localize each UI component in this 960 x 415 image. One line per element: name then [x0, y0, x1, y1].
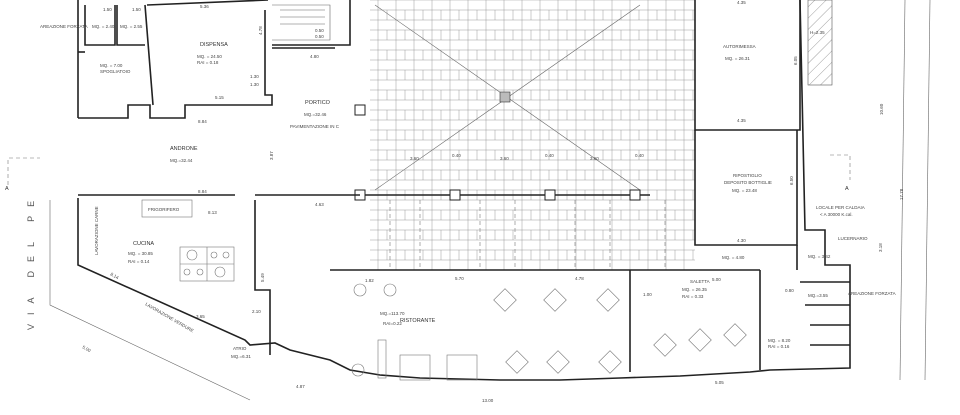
- wc1-area: MQ. = 2.40: [92, 24, 115, 29]
- corridor-area: MQ. = 4.80: [722, 255, 745, 260]
- wc-right-area: MQ.=3.55: [808, 293, 828, 298]
- ristorante-area: MQ.=113.70: [380, 311, 405, 316]
- wc2-area: MQ. = 2.55: [120, 24, 143, 29]
- ristorante-rai: RAI=0.22: [383, 321, 402, 326]
- dim-650: 6.50: [789, 176, 794, 185]
- ripostiglio-name: RIPOSTIGLIO: [733, 173, 762, 178]
- dim-040-a: 0.40: [452, 153, 461, 158]
- saletta-name: SALETTA: [690, 279, 710, 284]
- dim-435-b: 4.35: [737, 118, 746, 123]
- areazione-right: AREAZIONE FORZATA: [848, 291, 896, 296]
- dim-1300: 13.00: [482, 398, 494, 403]
- caldaia-note: < A 30000 K.cal.: [820, 212, 853, 217]
- dispensa-area: MQ. = 24.50: [197, 54, 222, 59]
- frigorifero-label: FRIGORIFERO: [148, 207, 180, 212]
- dim-549: 5.49: [260, 273, 265, 282]
- atrio-area: MQ.=6.31: [231, 354, 251, 359]
- wc2-dim: 1.50: [132, 7, 141, 12]
- dim-478b: 4.78: [575, 276, 584, 281]
- dim-500: 5.00: [82, 345, 93, 354]
- dim-884-a: 8.84: [198, 119, 207, 124]
- dim-813: 8.13: [208, 210, 217, 215]
- antibagno-rai: RAI = 0.16: [768, 344, 790, 349]
- ripostiglio-area: MQ. = 23.48: [732, 188, 757, 193]
- dim-360-b: 3.60: [500, 156, 509, 161]
- courtyard-paving: [370, 0, 695, 270]
- dim-1060: 10.60: [879, 103, 884, 115]
- dispensa-rai: RAI = 0.18: [197, 60, 219, 65]
- hatched-wall: [807, 0, 833, 86]
- ripostiglio-sub: DEPOSITO BOTTIGLIE: [724, 180, 772, 185]
- dim-040-b: 0.40: [545, 153, 554, 158]
- androne-area: MQ.=32.44: [170, 158, 193, 163]
- dim-130: 1.30: [250, 74, 259, 79]
- dim-814: 8.14: [110, 272, 121, 281]
- dim-570: 5.70: [455, 276, 464, 281]
- fridge: [141, 199, 193, 218]
- dim-480: 4.80: [310, 54, 319, 59]
- dispensa-name: DISPENSA: [200, 42, 228, 48]
- dim-430: 4.30: [737, 238, 746, 243]
- cucina-rai: RAI = 0.14: [128, 259, 150, 264]
- dim-515: 5.15: [215, 95, 224, 100]
- dim-210: 2.10: [252, 309, 261, 314]
- areazione-left: AREAZIONE FORZATA: [40, 24, 88, 29]
- ristorante-name: RISTORANTE: [400, 318, 436, 324]
- section-marker-left: A: [5, 186, 9, 192]
- atrio-name: ATRIO: [233, 346, 247, 351]
- cucina-area: MQ. = 30.85: [128, 251, 153, 256]
- dim-387: 3.87: [269, 151, 274, 160]
- dim-884-b: 8.84: [198, 189, 207, 194]
- caldaia-area: MQ. = 3.42: [808, 254, 831, 259]
- walls: [77, 0, 851, 381]
- dim-100: 1.00: [643, 292, 652, 297]
- property-lines: [49, 0, 931, 401]
- dim-463: 4.63: [315, 202, 324, 207]
- androne-name: ANDRONE: [170, 146, 198, 152]
- lav-carne-label: LAVORAZIONE CARNE: [94, 206, 99, 255]
- dim-318: 3.18: [878, 243, 883, 252]
- caldaia-name: LOCALE PER CALDAIA: [816, 205, 865, 210]
- section-marker-right: A: [845, 186, 849, 192]
- dim-605: 6.05: [793, 56, 798, 65]
- stove: [179, 246, 235, 282]
- autorimessa-name: AUTORIMESSA: [723, 44, 756, 49]
- skylight-label: LUCERNARIO: [838, 236, 868, 241]
- dim-487: 4.87: [296, 384, 305, 389]
- dim-1778: 17.78: [899, 188, 904, 200]
- autorimessa-height: H=2.35: [810, 30, 825, 35]
- dim-360-c: 3.60: [590, 156, 599, 161]
- street-name: VIA DEL PE: [26, 192, 36, 330]
- antibagno-area: MQ. = 8.20: [768, 338, 791, 343]
- dim-536: 5.36: [200, 4, 209, 9]
- dim-360-a: 3.60: [410, 156, 419, 161]
- dim-130b: 1.30: [250, 82, 259, 87]
- dim-050-a: 0.50: [315, 28, 324, 33]
- dim-040-c: 0.40: [635, 153, 644, 158]
- dim-080: 0.80: [785, 288, 794, 293]
- portico-area: MQ.=32.46: [304, 112, 327, 117]
- spogliatoio-name: SPOGLIATOIO: [100, 69, 131, 74]
- dim-478: 4.78: [258, 26, 263, 35]
- dim-365: 3.65: [196, 314, 205, 319]
- autorimessa-area: MQ. = 26.31: [725, 56, 750, 61]
- portico-note: PAVIMENTAZIONE IN C: [290, 124, 340, 129]
- cucina-name: CUCINA: [133, 241, 154, 247]
- dim-182: 1.82: [365, 278, 374, 283]
- saletta-area: MQ. = 26.35: [682, 287, 707, 292]
- spogliatoio-area: MQ. = 7.00: [100, 63, 123, 68]
- portico-name: PORTICO: [305, 100, 331, 106]
- dim-505: 5.05: [715, 380, 724, 385]
- section-line: [7, 154, 851, 185]
- restaurant-tables: [351, 283, 747, 381]
- saletta-rai: RAI = 0.33: [682, 294, 704, 299]
- wc1-dim: 1.50: [103, 7, 112, 12]
- dim-050-b: 0.50: [315, 34, 324, 39]
- dim-435-a: 4.35: [737, 0, 746, 5]
- dim-500b: 5.00: [712, 277, 721, 282]
